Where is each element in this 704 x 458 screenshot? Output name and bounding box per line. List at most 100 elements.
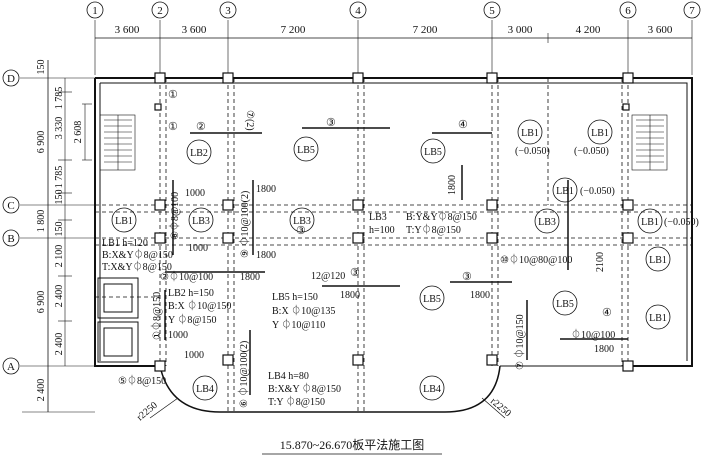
note-10at80: ⑩⏀10@80@100 — [500, 253, 572, 266]
elevations: (−0.050) (−0.050) (−0.050) (−0.050) — [515, 146, 699, 228]
elevation: (−0.050) — [664, 217, 699, 228]
rebar — [164, 127, 628, 395]
note-lb3-t: T:Y⏀8@150 — [406, 223, 461, 236]
grid-C: C — [7, 200, 14, 212]
dim-in-3330: 3 330 — [54, 117, 65, 140]
note-lb5-y: Y ⏀10@110 — [272, 318, 325, 331]
slab-label: LB3 — [538, 217, 556, 228]
note-lb3: LB3 — [369, 212, 387, 223]
elevation: (−0.050) — [580, 186, 615, 197]
dim-in-2100: 2 100 — [54, 245, 65, 268]
slab-label: LB1 — [115, 216, 133, 227]
dim-in-2400b: 2 400 — [54, 333, 65, 356]
elevation: (−0.050) — [515, 146, 550, 157]
note-lb3-b: B:Y&Y⏀8@150 — [406, 210, 477, 223]
slab-label: LB1 — [556, 186, 574, 197]
note-1800d: 1800 — [340, 290, 360, 301]
rebar-num: ① — [168, 121, 178, 133]
slab-label: LB1 — [521, 128, 539, 139]
note-1-8at150: ①⏀8@150 — [150, 292, 163, 340]
rebar-num: ④ — [602, 307, 612, 319]
note-12at120: 12@120 — [311, 271, 345, 282]
dim-top-4: 7 200 — [413, 24, 438, 36]
slab-label: LB1 — [649, 255, 667, 266]
dim-left-150: 150 — [36, 60, 47, 75]
note-lb2: LB2 h=150 — [168, 288, 214, 299]
slab-label: LB4 — [423, 384, 441, 395]
note-5-8at150: ⑤⏀8@150 — [118, 374, 166, 387]
note-1800a: 1800 — [256, 184, 276, 195]
dim-stair: 2 608 — [73, 121, 84, 144]
note-lb2-b: B:X ⏀10@150 — [168, 299, 231, 312]
rebar-num: ① — [168, 89, 178, 101]
dim-top-5: 3 000 — [508, 24, 533, 36]
top-grid-axis: 1 2 3 4 5 6 7 3 600 3 600 7 200 7 200 3 … — [86, 1, 701, 75]
dim-left-6900a: 6 900 — [36, 131, 47, 154]
dim-top-7: 3 600 — [648, 24, 673, 36]
note-10at100: ②⏀10@100 — [160, 270, 213, 283]
columns — [154, 72, 634, 372]
note-1800c: 1800 — [240, 272, 260, 283]
grid-6: 6 — [625, 5, 631, 17]
slab-label: LB3 — [293, 216, 311, 227]
slab-label: LB4 — [196, 384, 214, 395]
grid-3: 3 — [225, 5, 231, 17]
note-1800b: 1800 — [256, 250, 276, 261]
note-1800g: 1800 — [447, 175, 458, 195]
left-grid-axis: D C B A 150 6 900 1 800 6 900 2 400 1 78… — [2, 60, 95, 413]
note-1000d: 1000 — [184, 350, 204, 361]
note-6: ⑥ ⏀10@100(2) — [237, 341, 250, 408]
slab-label: LB5 — [556, 299, 574, 310]
note-10at100-2: ⑨ ⏀10@100(2) — [238, 191, 251, 258]
note-10at100b: ⏀10@100 — [571, 328, 615, 341]
dim-in-2400a: 2 400 — [54, 285, 65, 308]
rebar-num: ③ — [296, 225, 306, 237]
grid-A: A — [7, 361, 15, 373]
grid-2: 2 — [157, 5, 163, 17]
dim-in-150a: 150 — [54, 190, 65, 205]
note-7-10at150: ⑦ ⏀10@150 — [513, 314, 526, 370]
note-lb1-t: T:X&Y⏀8@150 — [102, 260, 172, 273]
dim-in-150b: 150 — [54, 222, 65, 237]
grid-7: 7 — [689, 5, 695, 17]
rebar-num: ③ — [462, 271, 472, 283]
note-lb2-y: Y ⏀8@150 — [168, 313, 217, 326]
rebar-num: ② — [196, 121, 206, 133]
slab-label: LB1 — [641, 217, 659, 228]
slab-tags — [111, 119, 671, 401]
dim-top-2: 3 600 — [182, 24, 207, 36]
note-lb3-h: h=100 — [369, 225, 395, 236]
dim-top-1: 3 600 — [115, 24, 140, 36]
rebar-num: ④ — [458, 119, 468, 131]
grid-1: 1 — [92, 5, 98, 17]
note-8at100: ⑧⏀8@100 — [168, 192, 181, 240]
drawing-title: 15.870~26.670板平法施工图 — [280, 438, 425, 452]
radius-left: r2250 — [135, 400, 160, 423]
slab-label: LB1 — [649, 313, 667, 324]
note-lb4-b: B:X&Y ⏀8@150 — [268, 382, 341, 395]
grid-5: 5 — [489, 5, 495, 17]
note-lb4: LB4 h=80 — [268, 371, 309, 382]
slab-label: LB5 — [423, 294, 441, 305]
rebar-num: ⑦(2) — [244, 110, 255, 131]
note-1000c: 1000 — [168, 330, 188, 341]
dim-top-6: 4 200 — [576, 24, 601, 36]
slab-label: LB3 — [192, 216, 210, 227]
elevation: (−0.050) — [574, 146, 609, 157]
dim-in-1785a: 1 785 — [54, 87, 65, 110]
beams — [95, 78, 692, 412]
dim-left-2400: 2 400 — [36, 379, 47, 402]
rebar-numbers: ① ② ③ ④ ① ③ ③ ③ ④ ⑦(2) — [168, 89, 612, 319]
note-1800f: 1800 — [594, 344, 614, 355]
slab-label: LB5 — [297, 145, 315, 156]
note-lb1-b: B:X&Y⏀8@150 — [102, 248, 173, 261]
grid-B: B — [7, 233, 14, 245]
note-lb5: LB5 h=150 — [272, 292, 318, 303]
slab-label: LB1 — [591, 128, 609, 139]
rebar-num: ③ — [326, 117, 336, 129]
rebar-num: ③ — [350, 267, 360, 279]
stair-left — [99, 114, 136, 171]
note-lb1: LB1 h=120 — [102, 238, 148, 249]
